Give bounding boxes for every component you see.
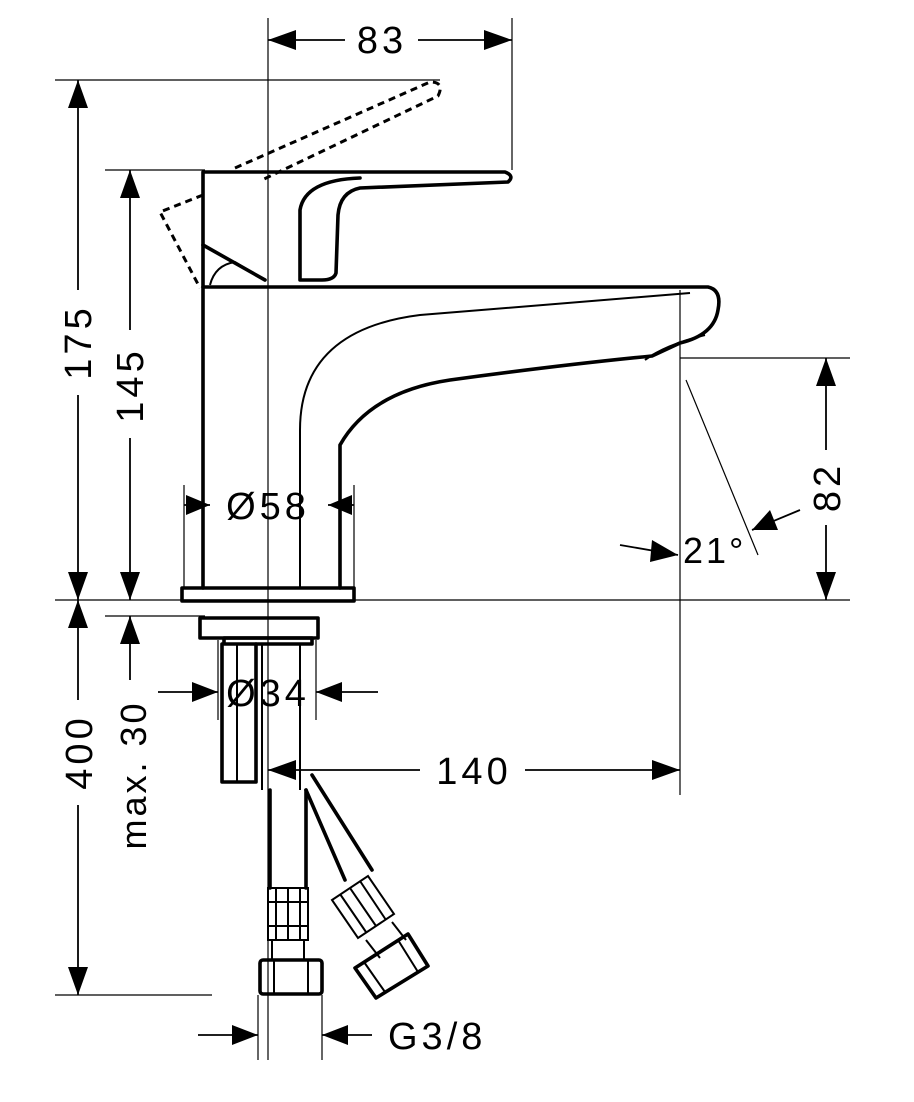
dimension-d58-label: Ø58: [226, 486, 310, 528]
dimension-max30-label: max. 30: [113, 700, 154, 849]
dimension-angle: 21°: [619, 509, 801, 571]
dimension-g38-label: G3/8: [388, 1016, 486, 1058]
dimension-83: 83: [268, 20, 512, 62]
dimension-175: 175: [58, 80, 100, 600]
supply-hoses: [258, 773, 430, 1000]
dimension-400-label: 400: [59, 714, 101, 789]
dimension-82: 82: [807, 358, 849, 600]
dimension-g38: G3/8: [198, 1016, 486, 1058]
dimension-max30: max. 30: [113, 616, 154, 850]
dimension-angle-label: 21°: [683, 530, 746, 571]
dimension-d58: Ø58: [184, 486, 354, 528]
dimension-d34: Ø34: [158, 673, 378, 715]
dimension-d34-label: Ø34: [226, 673, 310, 715]
dimension-145: 145: [110, 170, 152, 600]
angle-guide: [685, 379, 759, 556]
dimension-140: 140: [268, 751, 680, 793]
dimension-400: 400: [59, 600, 101, 995]
dimension-140-label: 140: [436, 751, 511, 793]
dimension-82-label: 82: [807, 462, 849, 512]
dimension-175-label: 175: [58, 304, 100, 379]
dimension-145-label: 145: [110, 347, 152, 422]
dimension-83-label: 83: [357, 20, 407, 62]
mounting-shank: [198, 616, 320, 790]
faucet-body: [158, 80, 721, 603]
